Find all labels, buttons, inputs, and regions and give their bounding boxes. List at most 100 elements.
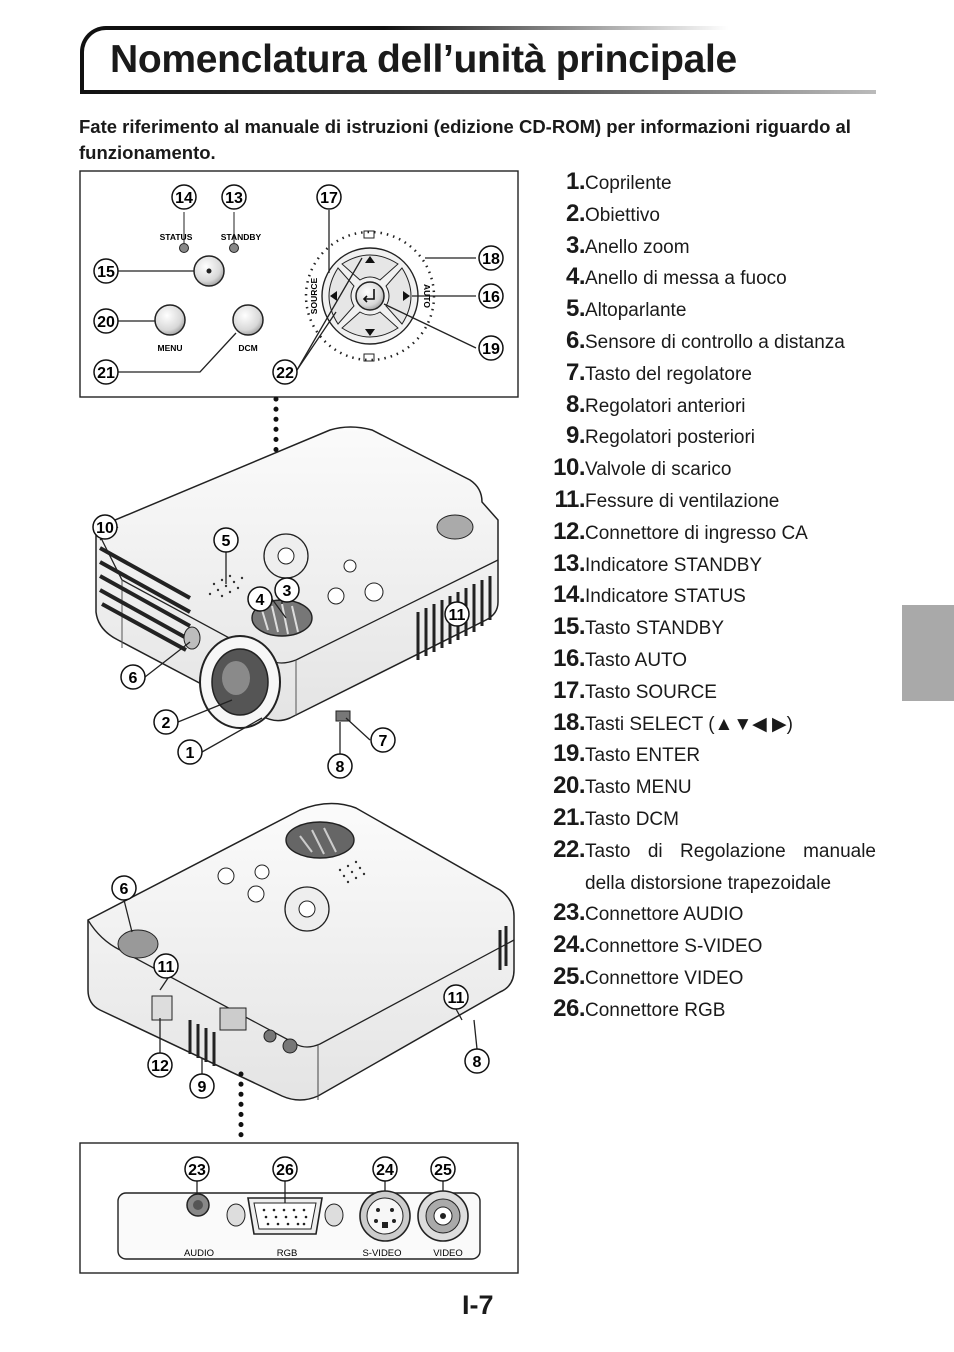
callout-8-rear: 8	[464, 1048, 490, 1074]
svg-text:9: 9	[198, 1079, 207, 1096]
part-label: Tasto MENU	[585, 777, 692, 799]
status-label: STATUS	[160, 232, 193, 242]
parts-list-item: 10.Valvole di scarico	[540, 454, 876, 486]
part-number: 16.	[553, 644, 585, 672]
rear-callouts: 6 11 11 12 9 8	[111, 875, 490, 1099]
svg-text:12: 12	[151, 1058, 169, 1075]
callout-19: 19	[478, 335, 504, 361]
control-panel-callouts: 14 13 17 18 15 16 20 19 21 22	[93, 184, 504, 385]
parts-list-item: 3.Anello zoom	[540, 232, 876, 264]
parts-list-item: 6.Sensore di controllo a distanza	[540, 327, 876, 359]
part-label: Connettore AUDIO	[585, 904, 744, 926]
svg-text:8: 8	[336, 759, 345, 776]
callout-7: 7	[370, 727, 396, 753]
part-label: Connettore di ingresso CA	[585, 522, 808, 544]
parts-list-item: 8.Regolatori anteriori	[540, 391, 876, 423]
callout-4: 4	[247, 586, 273, 612]
part-label: Valvole di scarico	[585, 459, 732, 481]
part-label: Regolatori anteriori	[585, 395, 746, 417]
part-number: 7.	[565, 358, 586, 386]
callout-23: 23	[184, 1156, 210, 1182]
callout-25: 25	[430, 1156, 456, 1182]
part-label: Sensore di controllo a distanza	[585, 331, 845, 353]
callout-9: 9	[189, 1073, 215, 1099]
enter-button[interactable]	[355, 281, 385, 311]
part-label: Regolatori posteriori	[585, 427, 756, 449]
parts-list-item: 20.Tasto MENU	[540, 772, 876, 804]
source-label: SOURCE	[309, 277, 319, 314]
parts-list-item: 16.Tasto AUTO	[540, 645, 876, 677]
part-label: Indicatore STATUS	[585, 586, 746, 608]
standby-indicator	[229, 243, 239, 253]
page-title: Nomenclatura dell’unità principale	[110, 38, 737, 81]
projector-rear-diagram: 6 11 11 12 9 8	[87, 802, 515, 1101]
svg-text:10: 10	[96, 520, 114, 537]
parts-list-item: 24.Connettore S-VIDEO	[540, 931, 876, 963]
page-number: I-7	[462, 1290, 494, 1320]
front-callouts: 10 5 3 4 11 6 2 1 7 8	[92, 514, 470, 779]
parts-list-item: 18.Tasti SELECT (▲▼◀ ▶)	[540, 709, 876, 741]
svg-text:4: 4	[256, 592, 265, 609]
svg-text:11: 11	[448, 990, 465, 1007]
part-label: Connettore RGB	[585, 999, 726, 1021]
projector-front-diagram: 10 5 3 4 11 6 2 1 7 8	[92, 426, 499, 779]
svg-text:8: 8	[473, 1054, 482, 1071]
callout-14: 14	[171, 184, 197, 210]
part-number: 2.	[565, 199, 586, 227]
callout-5: 5	[213, 527, 239, 553]
rgb-connector	[226, 1197, 344, 1235]
part-number: 6.	[565, 326, 586, 354]
part-label: Tasto DCM	[585, 808, 679, 830]
part-number: 23.	[553, 899, 585, 927]
parts-list-item: 23.Connettore AUDIO	[540, 899, 876, 931]
status-indicator	[179, 243, 189, 253]
section-side-tab	[902, 605, 954, 701]
part-number: 10.	[553, 454, 585, 482]
callout-1: 1	[177, 739, 203, 765]
part-label: Tasti SELECT (▲▼◀ ▶)	[585, 713, 793, 735]
svg-text:11: 11	[449, 607, 466, 624]
callout-13: 13	[221, 184, 247, 210]
down-arrow-icon	[365, 329, 375, 336]
part-label: Indicatore STANDBY	[585, 554, 763, 576]
callout-11-rear-right: 11	[443, 984, 469, 1010]
parts-list-item: 19.Tasto ENTER	[540, 740, 876, 772]
callout-8: 8	[327, 753, 353, 779]
parts-list-item: 7.Tasto del regolatore	[540, 359, 876, 391]
callout-20: 20	[93, 308, 119, 334]
title-frame	[80, 26, 876, 94]
callout-26: 26	[272, 1156, 298, 1182]
part-number: 4.	[565, 263, 586, 291]
svg-text:24: 24	[376, 1162, 394, 1179]
part-number: 14.	[553, 581, 585, 609]
svg-text:3: 3	[283, 583, 292, 600]
connector-panel-diagram: AUDIO RGB S-VIDEO VIDEO 23 26 24 25	[79, 1142, 519, 1274]
callout-24: 24	[372, 1156, 398, 1182]
callout-11-rear-left: 11	[153, 953, 179, 979]
dcm-button[interactable]	[232, 304, 264, 336]
part-number: 9.	[565, 422, 586, 450]
part-number: 24.	[553, 931, 585, 959]
menu-button[interactable]	[154, 304, 186, 336]
callout-11: 11	[444, 601, 470, 627]
rgb-label: RGB	[277, 1248, 298, 1259]
parts-list-item: 26.Connettore RGB	[540, 995, 876, 1027]
part-label: Obiettivo	[585, 204, 660, 226]
part-number: 25.	[553, 962, 585, 990]
part-label: Tasto del regolatore	[585, 363, 752, 385]
part-label: Tasto SOURCE	[585, 681, 717, 703]
part-label: Coprilente	[585, 173, 672, 194]
part-number: 3.	[565, 231, 586, 259]
parts-list-item: 22.Tasto di Regolazione manuale della di…	[540, 836, 876, 900]
svg-text:23: 23	[188, 1162, 206, 1179]
callout-15: 15	[93, 258, 119, 284]
part-label: Altoparlante	[585, 300, 687, 322]
callout-6-rear: 6	[111, 875, 137, 901]
callout-21: 21	[93, 359, 119, 385]
svg-text:18: 18	[482, 251, 500, 268]
parts-list-item: 25.Connettore VIDEO	[540, 963, 876, 995]
parts-list-item: 1.Coprilente	[540, 168, 876, 200]
callout-16: 16	[478, 283, 504, 309]
left-arrow-icon	[330, 291, 337, 301]
